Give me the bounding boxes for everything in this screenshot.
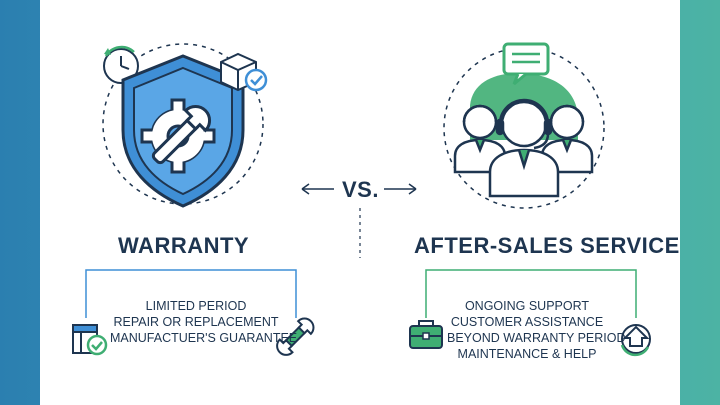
warranty-bracket (85, 269, 297, 318)
comparison-panel (40, 0, 680, 405)
after-sales-title: AFTER-SALES SERVICE (414, 233, 680, 258)
shield-gear-wrench-icon (121, 54, 245, 208)
document-check-icon (72, 324, 108, 356)
list-item: REPAIR OR REPLACEMENT (113, 315, 279, 329)
warranty-dashed-circle (102, 43, 264, 205)
warranty-title: WARRANTY (118, 233, 250, 258)
list-item: LIMITED PERIOD (145, 299, 247, 313)
support-agents-icon (453, 98, 594, 198)
list-item: BEYOND WARRANTY PERIOD (447, 331, 626, 345)
warranty-feature-list: LIMITED PERIOD REPAIR OR REPLACEMENT MAN… (110, 298, 298, 346)
vs-arrows (301, 183, 417, 195)
service-dashed-circle (443, 47, 605, 209)
briefcase-icon (409, 320, 443, 349)
box-check-icon (220, 52, 268, 92)
vs-label: VS. (342, 177, 379, 202)
chat-bubble-icon (502, 42, 550, 86)
after-sales-feature-list: ONGOING SUPPORT CUSTOMER ASSISTANCE BEYO… (447, 298, 626, 362)
list-item: CUSTOMER ASSISTANCE (450, 315, 604, 329)
upgrade-arrow-icon (620, 324, 651, 357)
wrench-icon (276, 317, 315, 356)
service-bracket (425, 269, 637, 318)
list-item: MAINTENANCE & HELP (457, 347, 597, 361)
clock-icon (103, 45, 139, 84)
list-item: MANUFACTUER'S GUARANTEE (110, 331, 298, 345)
list-item: ONGOING SUPPORT (464, 299, 590, 313)
